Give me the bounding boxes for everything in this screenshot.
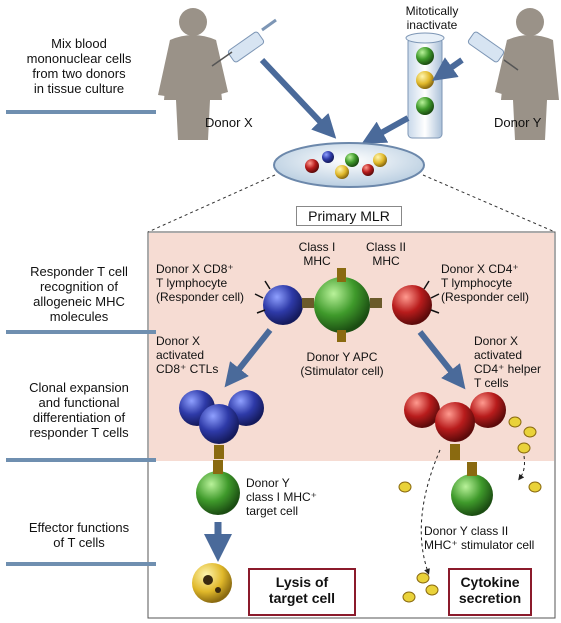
activated-ctl-label: Donor X activated CD8⁺ CTLs <box>156 334 219 376</box>
donor-x-label: Donor X <box>205 115 253 130</box>
syringe-y-icon <box>467 31 519 71</box>
class1-label: Class I MHC <box>298 240 336 268</box>
lysed-cell <box>192 563 232 603</box>
activated-helper-label: Donor X activated CD4⁺ helper T cells <box>474 334 542 390</box>
petri-dish <box>273 142 425 188</box>
stimulator-cell <box>451 462 493 516</box>
step-expansion: Clonal expansion and functional differen… <box>29 380 129 440</box>
donor-y-label: Donor Y <box>494 115 542 130</box>
class2-label: Class II MHC <box>365 240 406 268</box>
syringe-x-icon <box>211 18 277 67</box>
stimulator-label: Donor Y class II MHC⁺ stimulator cell <box>424 524 535 552</box>
donor-x-figure <box>158 8 228 140</box>
step-bar-1 <box>6 330 156 334</box>
cd4-responder-cell <box>370 280 440 325</box>
mix-label-bar <box>6 110 156 114</box>
step-effector: Effector functions of T cells <box>28 520 130 550</box>
cd8-responder-cell <box>254 280 314 325</box>
cytokine-outcome-box: Cytokine secretion <box>448 568 532 616</box>
mitotically-label: Mitotically inactivate <box>405 4 459 32</box>
mix-label: Mix blood mononuclear cells from two don… <box>26 36 132 96</box>
donor-y-figure <box>495 8 559 140</box>
target-cell <box>196 460 240 515</box>
apc-cell <box>314 268 370 342</box>
apc-label: Donor Y APC (Stimulator cell) <box>300 350 384 378</box>
target-label: Donor Y class I MHC⁺ target cell <box>246 476 318 518</box>
primary-mlr-label: Primary MLR <box>296 206 402 226</box>
cd8-responder-label: Donor X CD8⁺ T lymphocyte (Responder cel… <box>156 262 245 304</box>
helper-cluster <box>404 392 506 460</box>
lysis-outcome-box: Lysis of target cell <box>248 568 356 616</box>
step-bar-2 <box>6 458 156 462</box>
step-recognition: Responder T cell recognition of allogene… <box>30 264 128 324</box>
ctl-cluster <box>179 390 264 459</box>
cytokine-drops <box>398 416 542 603</box>
cd4-responder-label: Donor X CD4⁺ T lymphocyte (Responder cel… <box>441 262 530 304</box>
step-bar-3 <box>6 562 156 566</box>
test-tube <box>405 32 445 139</box>
